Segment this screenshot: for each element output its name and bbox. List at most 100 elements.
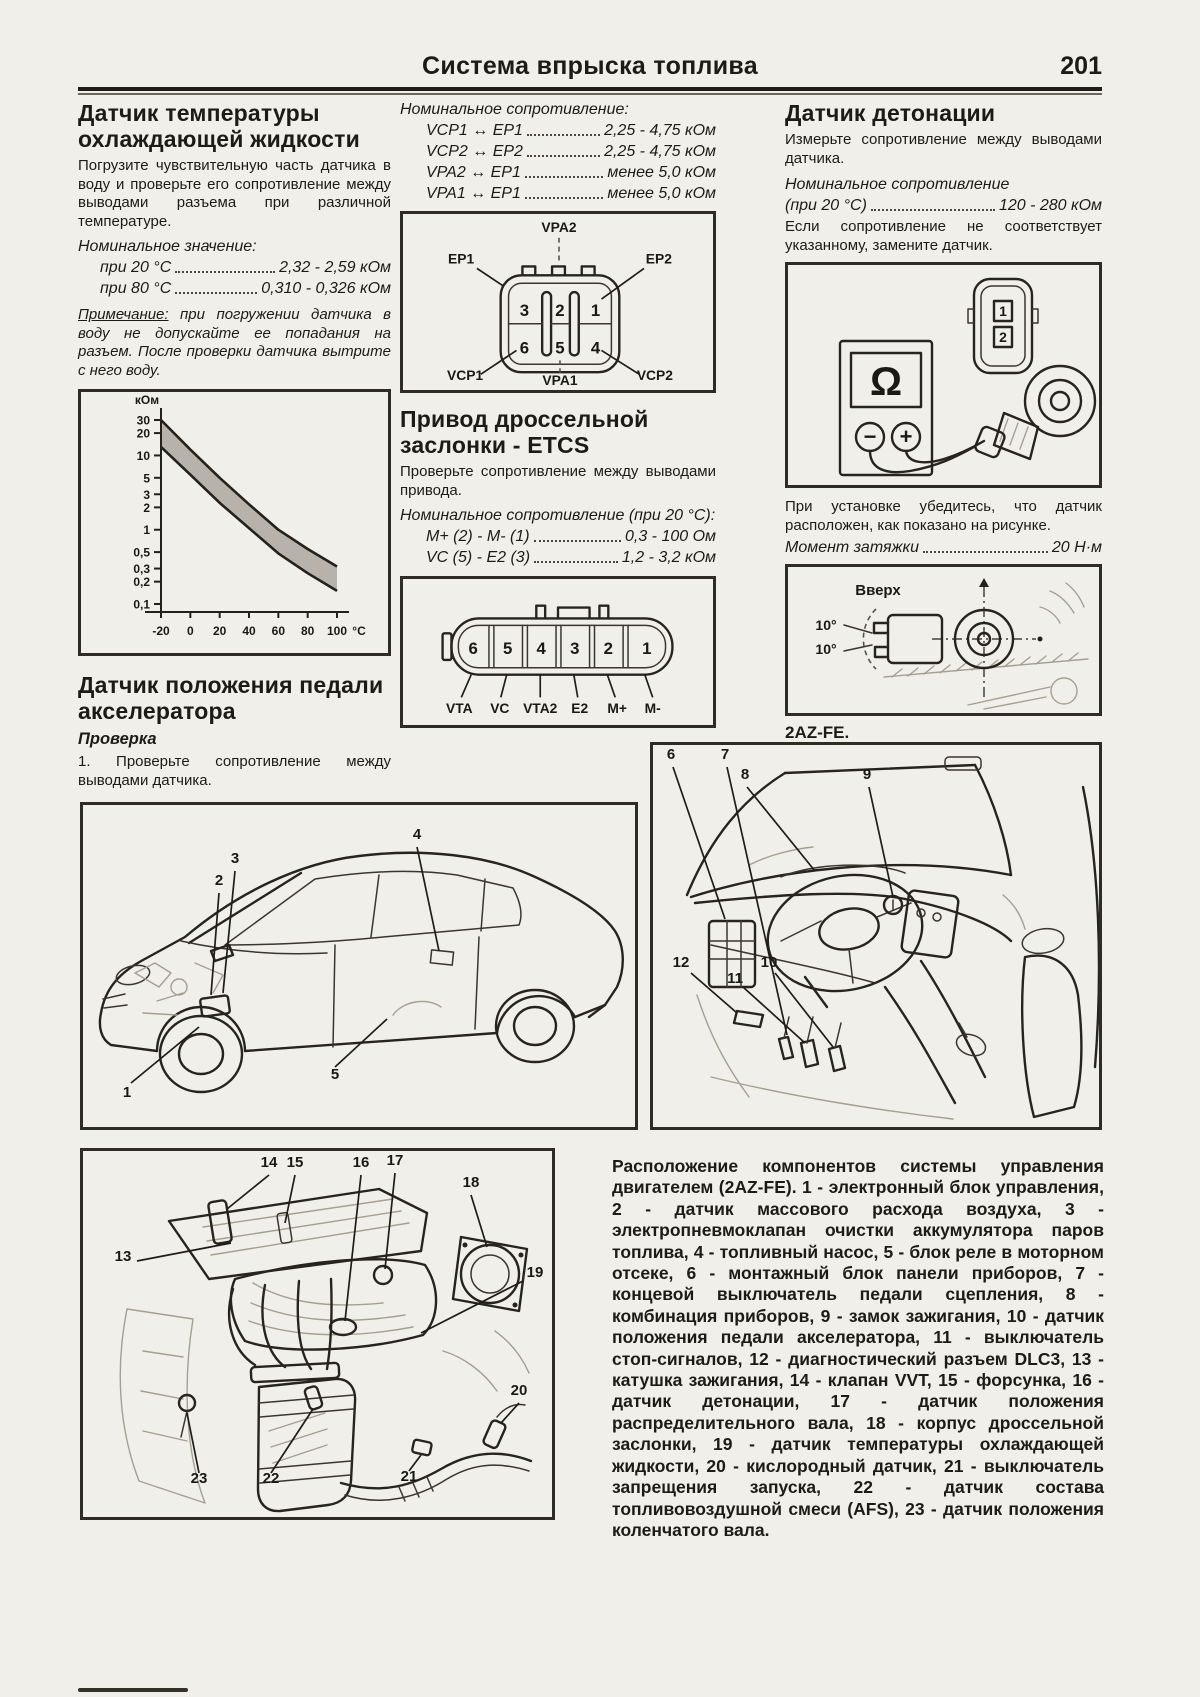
callout-number: 14 (261, 1154, 278, 1171)
callout-number: 7 (721, 746, 729, 763)
callout-number: 13 (115, 1248, 132, 1265)
pin-5: 5 (555, 338, 564, 357)
header-rule-thick (78, 87, 1102, 91)
svg-text:0,2: 0,2 (133, 575, 150, 589)
etcs-pin-5: 5 (503, 639, 512, 658)
etcs-label-vta: VTA (446, 700, 473, 716)
engine-code-caption: 2AZ-FE. (785, 723, 850, 742)
etcs-pin-2: 2 (604, 639, 613, 658)
angle-bottom-label: 10° (815, 641, 836, 657)
callout-number: 15 (287, 1154, 304, 1171)
callout-number: 19 (527, 1264, 544, 1281)
callout-number: 11 (727, 970, 743, 987)
callout-number: 9 (863, 766, 871, 783)
pin-2: 2 (555, 301, 564, 320)
etcs-nominal-label: Номинальное сопротивление (при 20 °С): (400, 507, 716, 524)
component-legend: Расположение компонентов системы управле… (612, 1156, 1104, 1540)
callout-number: 5 (331, 1066, 339, 1083)
pin-6: 6 (520, 338, 529, 357)
etcs-pin-6: 6 (468, 639, 477, 658)
etcs-pin-4: 4 (537, 639, 547, 658)
pin-label-ep2: EP2 (646, 250, 672, 266)
pin-label-ep1: EP1 (448, 250, 474, 266)
pin-label-vcp1: VCP1 (447, 367, 483, 383)
up-direction-label: Вверх (855, 582, 901, 599)
meter-minus-terminal: − (864, 424, 877, 449)
knock-measure-figure-frame: 1 2 Ω − + (785, 262, 1102, 488)
knock-nominal-spec: (при 20 °С)120 - 280 кОм (785, 195, 1102, 216)
etcs-label-e2: E2 (571, 700, 588, 716)
etcs-label-vc: VC (490, 700, 509, 716)
scan-artifact (78, 1688, 188, 1692)
knock-sensor-intro: Измерьте сопротивление между выводами да… (785, 131, 1102, 167)
coolant-sensor-heading: Датчик температуры охлаждающей жидкости (78, 100, 360, 152)
note-body: при погружении датчика в воду не допуска… (78, 306, 391, 379)
pedal-connector-diagram: VPA2 3 2 1 6 5 4 EP1 EP2 VCP1 VPA1 VCP2 (447, 219, 673, 388)
pin-label-vpa1: VPA1 (542, 372, 577, 388)
spec-row: (при 20 °С)120 - 280 кОм (785, 197, 1102, 214)
svg-text:0,5: 0,5 (133, 546, 150, 560)
callout-number: 2 (215, 872, 223, 889)
etcs-label-m-minus: M- (645, 700, 661, 716)
pedal-sensor-heading: Датчик положения педали акселератора (78, 672, 384, 724)
etcs-pin-3: 3 (570, 639, 579, 658)
pin-label-vcp2: VCP2 (637, 367, 673, 383)
callout-number: 23 (191, 1470, 208, 1487)
svg-text:60: 60 (272, 624, 286, 638)
svg-text:0,1: 0,1 (133, 598, 150, 612)
up-arrow-icon (979, 578, 989, 587)
knock-sensor-body (992, 411, 1040, 461)
coolant-sensor-intro: Погрузите чувствительную часть датчика в… (78, 157, 391, 230)
svg-text:-20: -20 (152, 624, 170, 638)
svg-text:°С: °С (352, 624, 366, 638)
callout-number: 10 (761, 954, 778, 971)
pin-1: 1 (591, 301, 600, 320)
svg-text:30: 30 (137, 414, 151, 428)
header-rule-thin (78, 93, 1102, 95)
svg-text:0: 0 (187, 624, 194, 638)
knock-connector-pin-1: 1 (999, 303, 1007, 319)
pedal-sensor-section: Датчик положения педали акселератора Про… (78, 672, 391, 790)
coolant-nominal-label: Номинальное значение: (78, 238, 257, 255)
page-number: 201 (1060, 52, 1102, 80)
page-header: Система впрыска топлива 201 (78, 52, 1102, 95)
angle-top-label: 10° (815, 617, 836, 633)
knock-install-note: При установке убедитесь, что датчик расп… (785, 498, 1102, 534)
knock-nominal-label: Номинальное сопротивление (785, 176, 1010, 193)
callout-number: 18 (463, 1174, 480, 1191)
callout-number: 8 (741, 766, 749, 783)
coolant-note: Примечание: при погружении датчика в вод… (78, 306, 391, 380)
ohm-symbol: Ω (870, 360, 902, 404)
callout-number: 12 (673, 954, 690, 971)
coolant-sensor-section: Датчик температуры охлаждающей жидкости … (78, 100, 391, 790)
etcs-connector-diagram: 6 5 4 3 2 1 VTA VC VTA2 E2 M+ M- (441, 604, 674, 716)
svg-text:1: 1 (143, 523, 150, 537)
etcs-section: Привод дроссельной заслонки - ETCS Прове… (400, 406, 716, 568)
svg-text:20: 20 (137, 427, 151, 441)
callout-number: 3 (231, 850, 239, 867)
note-title: Примечание: (78, 306, 169, 323)
svg-text:40: 40 (242, 624, 256, 638)
pedal-nominal-label: Номинальное сопротивление: (400, 101, 629, 118)
callout-number: 17 (387, 1152, 404, 1169)
svg-text:100: 100 (327, 624, 347, 638)
